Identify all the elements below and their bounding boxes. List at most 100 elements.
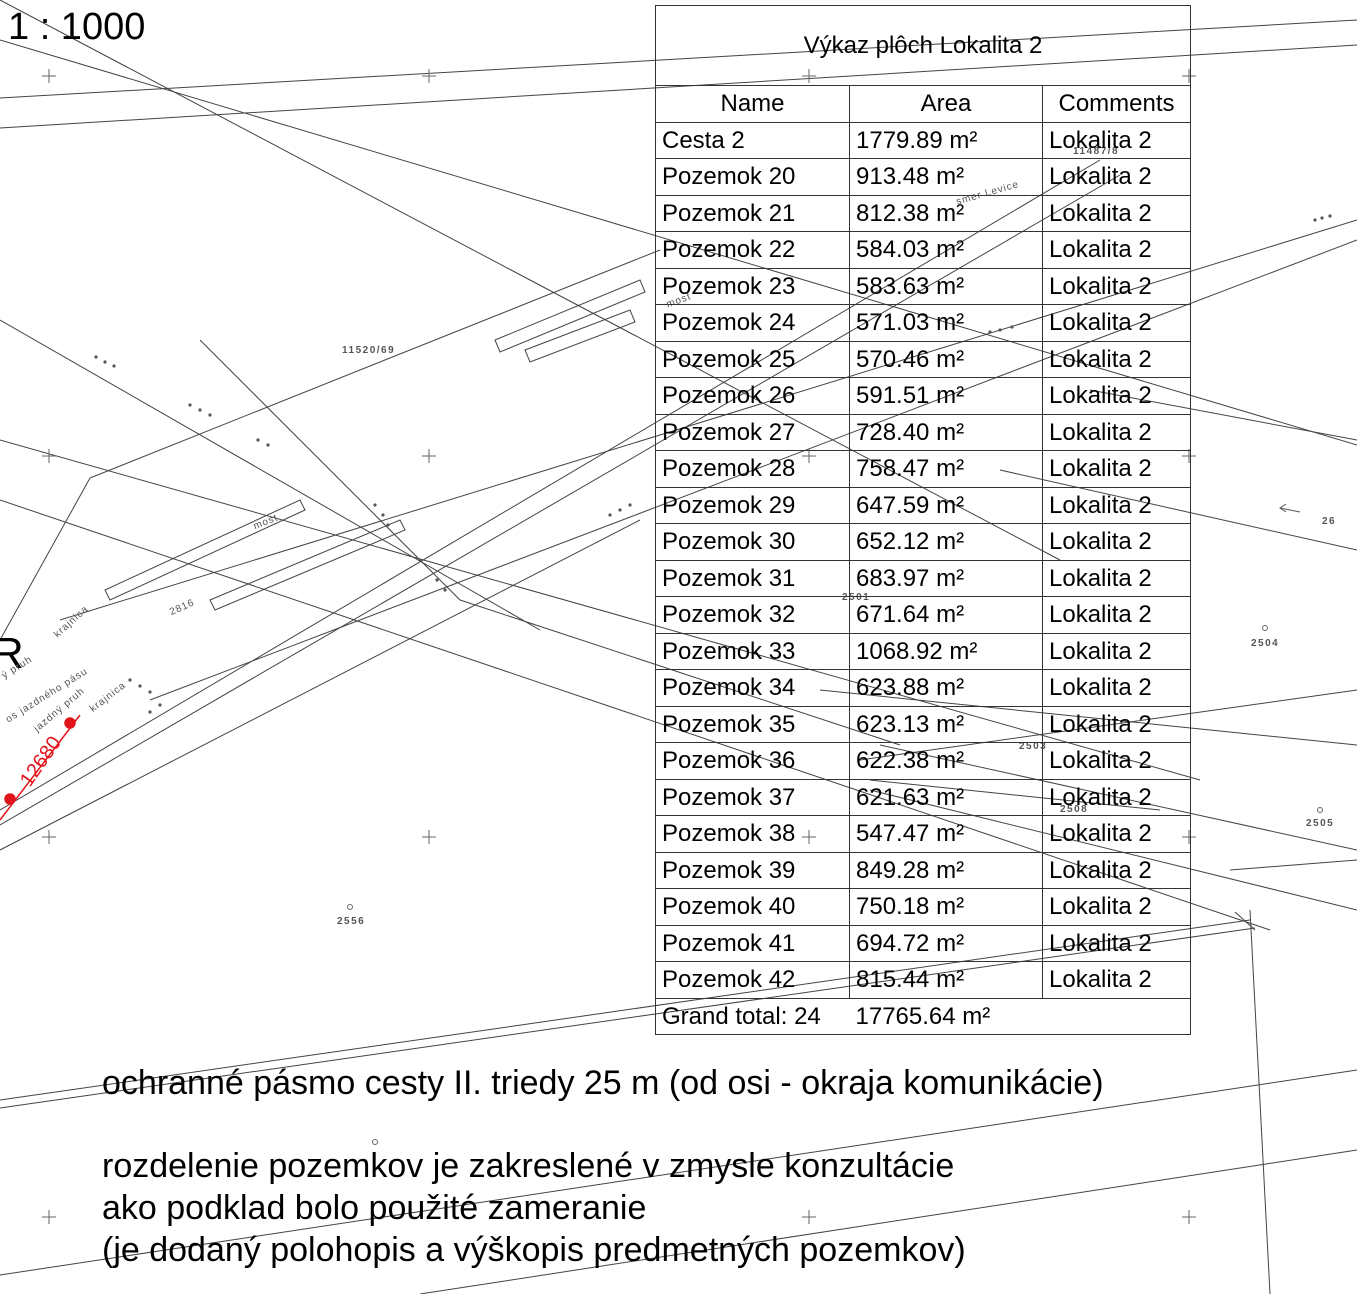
cell-area: 671.64 m² (849, 596, 1043, 634)
table-header-row: Name Area Comments (655, 85, 1191, 123)
cell-comment: Lokalita 2 (1042, 815, 1191, 853)
cell-area: 815.44 m² (849, 961, 1043, 999)
grand-total-label: Grand total: 24 (655, 997, 850, 1035)
cell-comment: Lokalita 2 (1042, 450, 1191, 488)
cell-comment: Lokalita 2 (1042, 888, 1191, 926)
division-note: rozdelenie pozemkov je zakreslené v zmys… (102, 1147, 955, 1185)
cell-name: Pozemok 38 (655, 815, 850, 853)
cell-comment: Lokalita 2 (1042, 851, 1191, 889)
cell-area: 591.51 m² (849, 377, 1043, 415)
cell-comment: Lokalita 2 (1042, 413, 1191, 451)
cell-comment: Lokalita 2 (1042, 523, 1191, 561)
cell-name: Pozemok 30 (655, 523, 850, 561)
cell-name: Pozemok 29 (655, 486, 850, 524)
cell-comment: Lokalita 2 (1042, 194, 1191, 232)
header-area: Area (849, 85, 1043, 123)
cell-area: 750.18 m² (849, 888, 1043, 926)
grand-total-empty (1042, 997, 1191, 1035)
cell-name: Pozemok 37 (655, 778, 850, 816)
cell-area: 623.13 m² (849, 705, 1043, 743)
cell-area: 758.47 m² (849, 450, 1043, 488)
parcel-label: 11520/69 (342, 345, 396, 356)
cell-comment: Lokalita 2 (1042, 596, 1191, 634)
cell-name: Cesta 2 (655, 121, 850, 159)
cell-name: Pozemok 31 (655, 559, 850, 597)
cell-name: Pozemok 27 (655, 413, 850, 451)
cell-name: Pozemok 36 (655, 742, 850, 780)
cell-comment: Lokalita 2 (1042, 377, 1191, 415)
cell-comment: Lokalita 2 (1042, 924, 1191, 962)
cell-area: 812.38 m² (849, 194, 1043, 232)
parcel-label: 2505 (1306, 818, 1335, 829)
area-schedule-table: Výkaz plôch Lokalita 2 Name Area Comment… (655, 5, 1191, 1035)
cell-name: Pozemok 34 (655, 669, 850, 707)
cell-comment: Lokalita 2 (1042, 486, 1191, 524)
parcel-label: 2556 (337, 916, 366, 927)
cell-comment: Lokalita 2 (1042, 231, 1191, 269)
cell-comment: Lokalita 2 (1042, 961, 1191, 999)
parcel-label: 2504 (1251, 638, 1280, 649)
cell-name: Pozemok 24 (655, 304, 850, 342)
header-comments: Comments (1042, 85, 1191, 123)
cell-name: Pozemok 32 (655, 596, 850, 634)
cell-area: 622.38 m² (849, 742, 1043, 780)
basis-note: ako podklad bolo použité zameranie (102, 1189, 647, 1227)
cell-area: 621.63 m² (849, 778, 1043, 816)
cell-comment: Lokalita 2 (1042, 742, 1191, 780)
cell-area: 570.46 m² (849, 340, 1043, 378)
cell-name: Pozemok 23 (655, 267, 850, 305)
cell-area: 623.88 m² (849, 669, 1043, 707)
cell-comment: Lokalita 2 (1042, 340, 1191, 378)
cell-comment: Lokalita 2 (1042, 304, 1191, 342)
table-title: Výkaz plôch Lokalita 2 (655, 5, 1191, 86)
scale-label: 1 : 1000 (8, 6, 146, 48)
cell-area: 849.28 m² (849, 851, 1043, 889)
cell-name: Pozemok 35 (655, 705, 850, 743)
cell-comment: Lokalita 2 (1042, 267, 1191, 305)
cell-name: Pozemok 21 (655, 194, 850, 232)
cell-name: Pozemok 39 (655, 851, 850, 889)
cell-name: Pozemok 42 (655, 961, 850, 999)
cell-area: 584.03 m² (849, 231, 1043, 269)
survey-note: (je dodaný polohopis a výškopis predmetn… (102, 1231, 966, 1269)
cell-area: 647.59 m² (849, 486, 1043, 524)
cell-comment: Lokalita 2 (1042, 705, 1191, 743)
cell-comment: Lokalita 2 (1042, 121, 1191, 159)
grand-total-area: 17765.64 m² (849, 997, 1043, 1035)
cell-area: 1779.89 m² (849, 121, 1043, 159)
cell-name: Pozemok 40 (655, 888, 850, 926)
cell-comment: Lokalita 2 (1042, 559, 1191, 597)
cell-comment: Lokalita 2 (1042, 158, 1191, 196)
cell-comment: Lokalita 2 (1042, 632, 1191, 670)
cell-area: 571.03 m² (849, 304, 1043, 342)
cell-name: Pozemok 25 (655, 340, 850, 378)
cell-comment: Lokalita 2 (1042, 778, 1191, 816)
cell-name: Pozemok 41 (655, 924, 850, 962)
cell-comment: Lokalita 2 (1042, 669, 1191, 707)
cell-area: 694.72 m² (849, 924, 1043, 962)
cell-area: 728.40 m² (849, 413, 1043, 451)
cell-name: Pozemok 28 (655, 450, 850, 488)
cell-area: 1068.92 m² (849, 632, 1043, 670)
cell-area: 652.12 m² (849, 523, 1043, 561)
